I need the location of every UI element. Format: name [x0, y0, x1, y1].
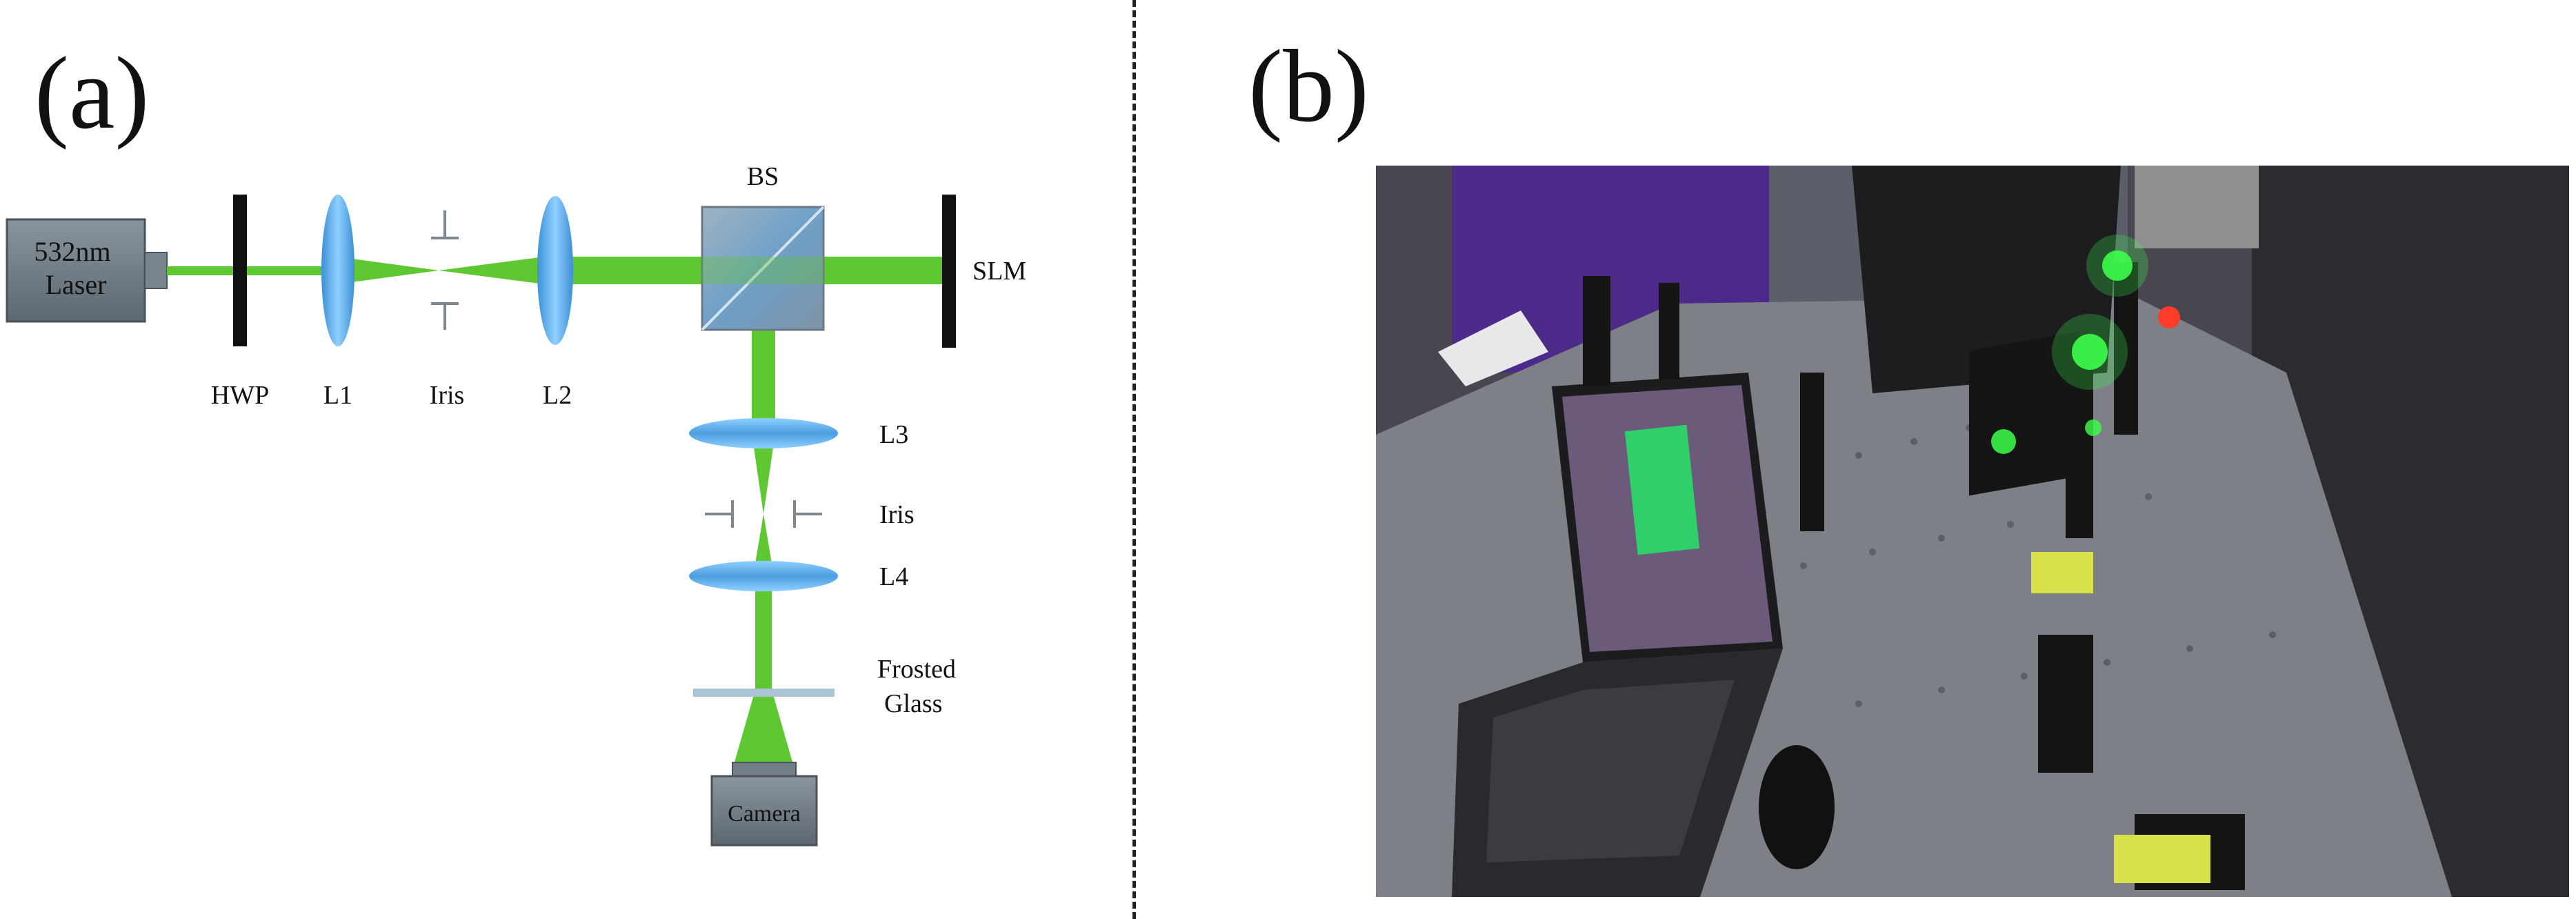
- beam-cone-diverging: [439, 257, 545, 284]
- label-frosted-glass: Frosted Glass: [877, 655, 963, 718]
- lens-l1: [321, 195, 355, 346]
- lens-l4: [689, 561, 838, 591]
- panel-label-a: (a): [34, 36, 150, 150]
- label-l1: L1: [323, 381, 352, 410]
- laser-label: 532nm Laser: [34, 236, 117, 300]
- optical-setup-diagram: 532nm Laser: [6, 162, 1026, 847]
- label-l4: L4: [879, 562, 908, 591]
- hwp-plate: [233, 195, 247, 346]
- iris-2: [705, 500, 822, 528]
- panel-divider: [1132, 0, 1136, 919]
- optical-bench-photo: [1376, 166, 2569, 897]
- panel-label-b: (b): [1248, 29, 1369, 144]
- slm-plate: [942, 195, 956, 348]
- label-iris-1: Iris: [430, 381, 465, 410]
- label-frosted-line2: Glass: [884, 689, 942, 718]
- label-slm: SLM: [972, 257, 1026, 286]
- label-hwp: HWP: [211, 381, 269, 410]
- laser-source: 532nm Laser: [6, 218, 168, 323]
- iris-1: [431, 210, 459, 330]
- photo-illustration: [1376, 166, 2569, 897]
- label-frosted-line1: Frosted: [877, 655, 956, 684]
- beam-down-converge: [752, 433, 775, 514]
- lens-l3: [689, 418, 838, 448]
- beam-cone-converging: [337, 257, 439, 284]
- camera-body: [710, 762, 818, 847]
- lens-l2: [537, 196, 573, 345]
- label-camera: Camera: [728, 801, 801, 827]
- label-l3: L3: [879, 420, 908, 449]
- laser-label-line2: Laser: [46, 269, 107, 300]
- beam-down-2: [755, 576, 772, 690]
- frosted-glass-plate: [693, 689, 835, 697]
- label-l2: L2: [543, 381, 572, 410]
- beam-splitter: [701, 206, 825, 331]
- laser-label-line1: 532nm: [34, 236, 110, 267]
- beam-down-1: [752, 330, 775, 433]
- laptop: [1452, 373, 1783, 897]
- label-iris-2: Iris: [879, 500, 915, 529]
- beam-down-spread: [734, 690, 793, 764]
- beam-segment-1: [167, 266, 336, 275]
- beam-down-diverge: [753, 514, 774, 576]
- label-bs: BS: [747, 162, 779, 191]
